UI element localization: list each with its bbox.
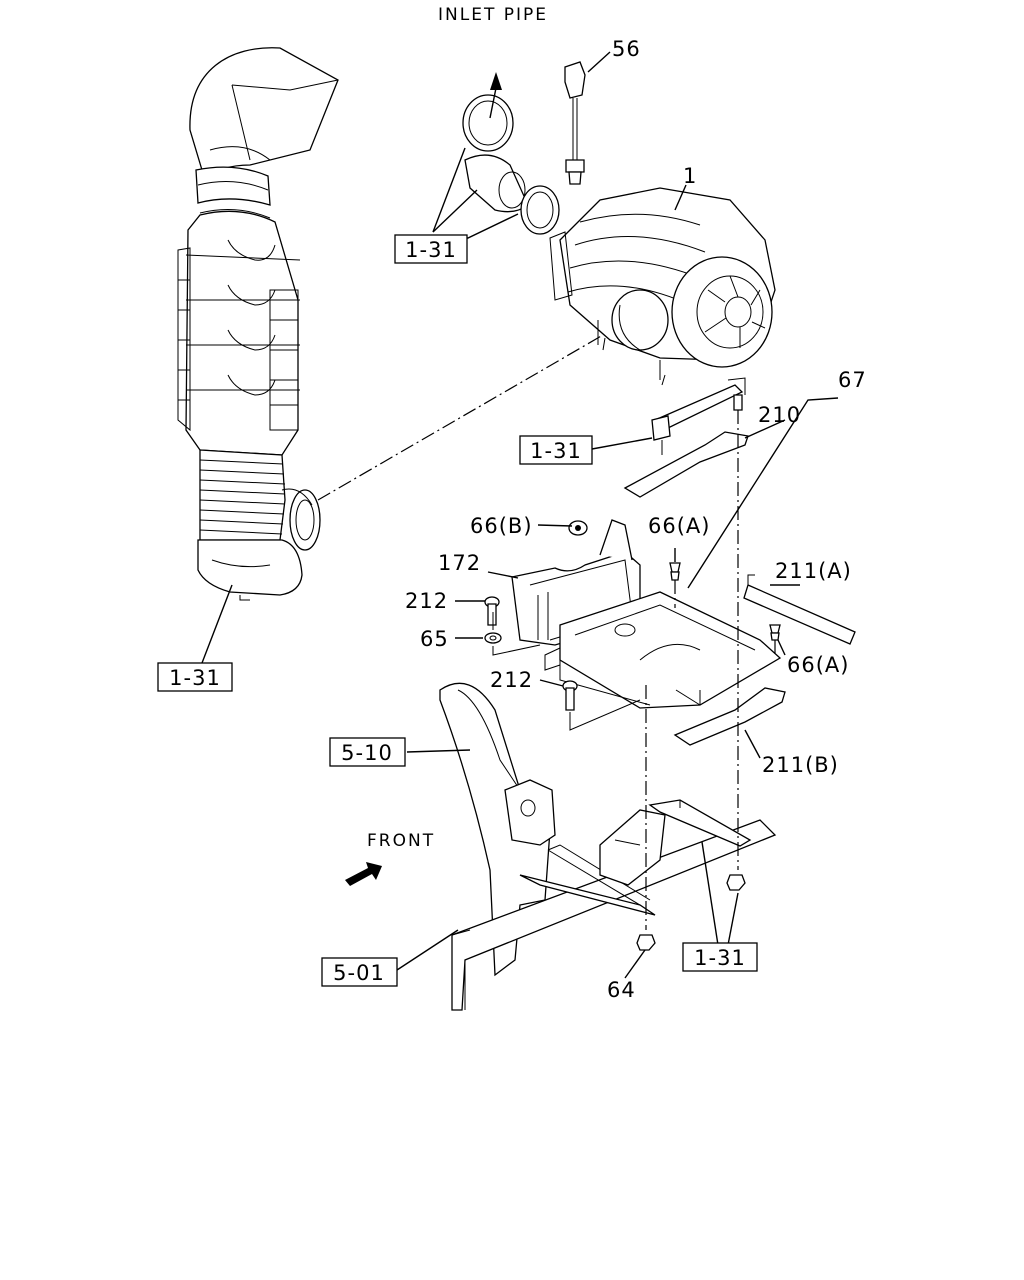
reference-5-10: 5-10 (329, 737, 406, 767)
callout-66b: 66(B) (470, 514, 533, 538)
reference-1-31-mid-text: 1-31 (530, 439, 582, 463)
callout-64: 64 (607, 978, 636, 1002)
inlet-pipe-arrow-head (490, 72, 502, 90)
plate-211a-drawing (743, 574, 856, 645)
callout-56: 56 (612, 37, 641, 61)
inlet-pipe-arrow-line (489, 87, 497, 119)
reference-1-31-left-text: 1-31 (169, 666, 221, 690)
front-arrow (345, 862, 382, 886)
reference-1-31-left: 1-31 (157, 662, 233, 692)
bracket-210-drawing (623, 377, 749, 498)
callout-66a-right: 66(A) (787, 653, 849, 677)
sensor-56-drawing (564, 61, 586, 185)
hardware-drawing (484, 394, 781, 951)
callout-211a: 211(A) (775, 559, 852, 583)
reference-1-31-top-text: 1-31 (405, 238, 457, 262)
intake-duct-drawing (177, 47, 339, 601)
platform-drawing (544, 591, 782, 709)
callout-212-bottom: 212 (490, 668, 533, 692)
reference-5-01-text: 5-01 (333, 961, 385, 985)
inlet-pipe-label: INLET PIPE (438, 5, 548, 25)
callout-1: 1 (683, 164, 697, 188)
reference-1-31-top: 1-31 (394, 234, 468, 264)
front-label: FRONT (367, 831, 435, 851)
callout-212-top: 212 (405, 589, 448, 613)
leader-lines (201, 51, 839, 979)
alignment-lines (317, 334, 776, 930)
reference-5-01: 5-01 (321, 957, 398, 987)
frame-drawing (439, 682, 777, 1011)
callout-65: 65 (420, 627, 449, 651)
reference-1-31-bottom-text: 1-31 (694, 946, 746, 970)
callout-66a-top: 66(A) (648, 514, 710, 538)
plate-211b-drawing (673, 687, 786, 746)
reference-5-10-text: 5-10 (341, 741, 393, 765)
callout-211b: 211(B) (762, 753, 839, 777)
reference-1-31-bottom: 1-31 (682, 942, 758, 972)
callout-67: 67 (838, 368, 867, 392)
callout-210: 210 (758, 403, 801, 427)
reference-1-31-mid: 1-31 (519, 435, 593, 465)
inlet-hose-drawing (462, 94, 560, 235)
air-cleaner-drawing (549, 187, 776, 386)
callout-172: 172 (438, 551, 481, 575)
